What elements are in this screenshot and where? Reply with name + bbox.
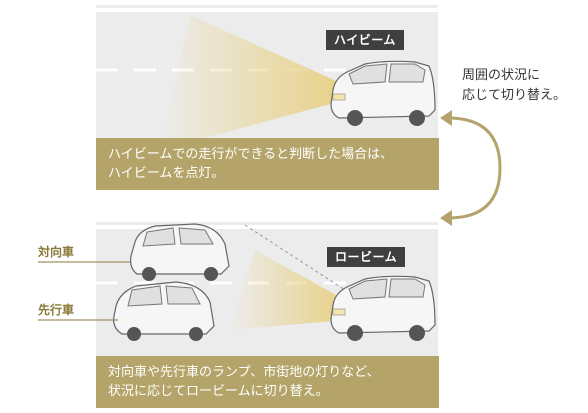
switch-note-line2: 応じて切り替え。 — [462, 88, 567, 103]
switch-arrow — [440, 110, 502, 226]
preceding-vehicle-label: 先行車 — [38, 303, 75, 317]
high-beam-caption-line2: ハイビームを点灯。 — [108, 166, 225, 181]
low-beam-badge: ロービーム — [327, 247, 406, 267]
high-beam-caption: ハイビームでの走行ができると判断した場合は、 ハイビームを点灯。 — [96, 138, 439, 190]
low-beam-car — [330, 275, 436, 341]
switch-note: 周囲の状況に 応じて切り替え。 — [462, 66, 566, 106]
preceding-car — [113, 281, 215, 341]
high-beam-car — [330, 60, 436, 126]
oncoming-vehicle-label: 対向車 — [38, 245, 75, 259]
low-beam-caption-line1: 対向車や先行車のランプ、市街地の灯りなど、 — [108, 365, 380, 380]
high-beam-light — [160, 15, 345, 150]
low-beam-caption-line2: 状況に応じてロービームに切り替え。 — [108, 384, 329, 399]
low-beam-light — [230, 250, 345, 330]
switch-note-line1: 周囲の状況に — [462, 68, 541, 83]
oncoming-car — [130, 223, 230, 281]
low-beam-caption: 対向車や先行車のランプ、市街地の灯りなど、 状況に応じてロービームに切り替え。 — [96, 356, 439, 408]
high-beam-caption-line1: ハイビームでの走行ができると判断した場合は、 — [108, 147, 394, 162]
high-beam-badge: ハイビーム — [326, 30, 404, 50]
